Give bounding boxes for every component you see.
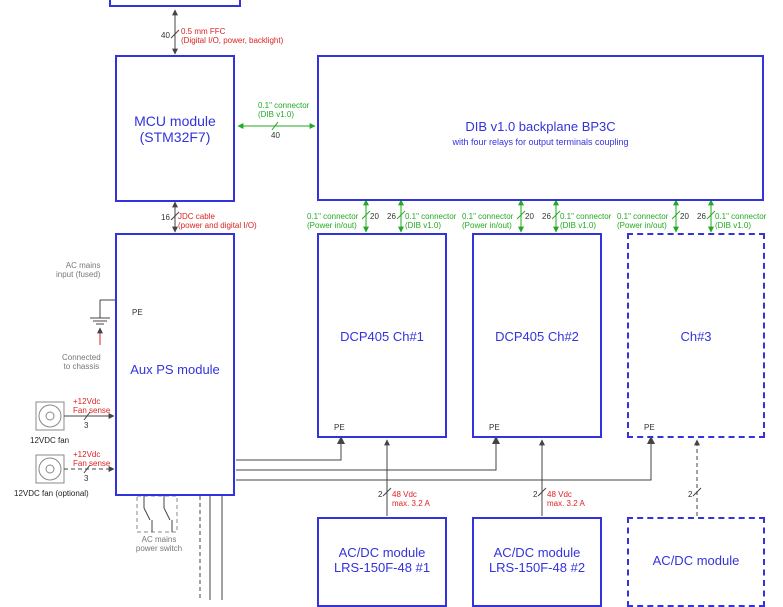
ac-mains-line2: input (fused): [56, 270, 101, 279]
ffc-line1: 0.5 mm FFC: [181, 27, 226, 36]
jdc-note: JDC cable (power and digital I/O): [178, 212, 257, 230]
ch3-title: Ch#3: [680, 329, 712, 344]
acdc1-line1: AC/DC module: [338, 545, 426, 560]
jdc-line1: JDC cable: [178, 212, 215, 221]
mcu-line1: MCU module: [134, 113, 216, 129]
aux-bottom-wires: [199, 496, 223, 600]
switch-line2: power switch: [135, 544, 183, 553]
acdc2-line2: LRS-150F-48 #2: [488, 560, 586, 575]
acdc2-block: AC/DC module LRS-150F-48 #2: [472, 517, 602, 607]
switch-note: AC mains power switch: [129, 535, 189, 553]
ac-mains-note: AC mains input (fused): [56, 261, 100, 279]
acdc1-block: AC/DC module LRS-150F-48 #1: [317, 517, 447, 607]
ch1-pe-label: PE: [334, 423, 345, 432]
acdc1-vdc-line1: 48 Vdc: [392, 490, 417, 499]
ch3-power-conn-note: 0.1" connector (Power in/out): [617, 212, 668, 230]
ch3-dib-conn-line1: 0.1" connector: [715, 212, 767, 221]
ch1-power-wire-count: 20: [370, 212, 379, 221]
ch1-power-conn-line1: 0.1" connector: [307, 212, 359, 221]
acdc2-vdc-line2: max. 3.2 A: [547, 499, 585, 508]
ch1-title: DCP405 Ch#1: [340, 329, 424, 344]
ch3-dib-wire-count: 26: [697, 212, 706, 221]
acdc3-wire-count: 2: [688, 490, 693, 499]
ffc-line2: (Digital I/O, power, backlight): [181, 36, 284, 45]
ch2-power-wire-count: 20: [525, 212, 534, 221]
chassis-line2: to chassis: [63, 362, 100, 371]
ch1-power-conn-line2: (Power in/out): [307, 221, 357, 230]
ch1-dib-conn-note: 0.1" connector (DIB v1.0): [405, 212, 456, 230]
chassis-line1: Connected: [62, 353, 101, 362]
acdc1-output-note: 48 Vdc max. 3.2 A: [392, 490, 430, 508]
fan1-voltage: +12Vdc: [73, 397, 101, 406]
mcu-line2: (STM32F7): [139, 129, 211, 145]
aux-ps-block: Aux PS module: [115, 233, 235, 496]
acdc1-line2: LRS-150F-48 #1: [333, 560, 431, 575]
switch-line1: AC mains: [141, 535, 177, 544]
fan1-note: +12Vdc Fan sense: [73, 397, 110, 415]
fan2-wire-count: 3: [84, 474, 89, 483]
mcu-title: MCU module (STM32F7): [117, 113, 233, 145]
chassis-note: Connected to chassis: [62, 353, 101, 371]
mcu-dib-wire-count: 40: [271, 131, 280, 140]
fan2-sense: Fan sense: [73, 459, 111, 468]
power-switch: [136, 495, 178, 533]
fan2-voltage: +12Vdc: [73, 450, 101, 459]
ch3-dib-conn-note: 0.1" connector (DIB v1.0): [715, 212, 766, 230]
ch2-title: DCP405 Ch#2: [495, 329, 579, 344]
mcu-dib-line2: (DIB v1.0): [258, 110, 295, 119]
mcu-module-block: MCU module (STM32F7): [115, 55, 235, 202]
ch2-power-conn-note: 0.1" connector (Power in/out): [462, 212, 513, 230]
acdc3-block: AC/DC module: [627, 517, 765, 607]
dib-title: DIB v1.0 backplane BP3C: [465, 119, 616, 134]
ch3-pe-label: PE: [644, 423, 655, 432]
dib-subtitle: with four relays for output terminals co…: [452, 137, 629, 147]
ch2-block: DCP405 Ch#2 PE: [472, 233, 602, 438]
aux-outputs: [236, 440, 652, 481]
ch2-dib-conn-line2: (DIB v1.0): [560, 221, 597, 230]
ch1-dib-conn-line1: 0.1" connector: [405, 212, 457, 221]
ch2-dib-conn-note: 0.1" connector (DIB v1.0): [560, 212, 611, 230]
jdc-wire-count: 16: [161, 213, 170, 222]
ch2-dib-wire-count: 26: [542, 212, 551, 221]
ch3-block: Ch#3 PE: [627, 233, 765, 438]
aux-title: Aux PS module: [130, 362, 220, 377]
ffc-wire-count: 40: [161, 31, 170, 40]
acdc2-output-note: 48 Vdc max. 3.2 A: [547, 490, 585, 508]
aux-pe-label: PE: [132, 308, 143, 317]
ch3-dib-conn-line2: (DIB v1.0): [715, 221, 752, 230]
fan-1-icon: [35, 401, 65, 431]
ch2-power-conn-line1: 0.1" connector: [462, 212, 514, 221]
acdc1-vdc-line2: max. 3.2 A: [392, 499, 430, 508]
acdc3-title: AC/DC module: [652, 553, 740, 568]
dib-channel-connectors: [361, 199, 716, 233]
ch1-dib-wire-count: 26: [387, 212, 396, 221]
fan1-sense: Fan sense: [73, 406, 111, 415]
ch3-power-conn-line1: 0.1" connector: [617, 212, 669, 221]
fan1-label: 12VDC fan: [30, 436, 70, 445]
acdc2-wire-count: 2: [533, 490, 538, 499]
jdc-line2: (power and digital I/O): [178, 221, 257, 230]
dib-backplane-block: DIB v1.0 backplane BP3C with four relays…: [317, 55, 764, 201]
mcu-dib-note: 0.1" connector (DIB v1.0): [258, 101, 309, 119]
ffc-note: 0.5 mm FFC (Digital I/O, power, backligh…: [181, 27, 283, 45]
fan-2-icon: [35, 454, 65, 484]
fan2-note: +12Vdc Fan sense: [73, 450, 110, 468]
ch3-power-wire-count: 20: [680, 212, 689, 221]
ch2-power-conn-line2: (Power in/out): [462, 221, 512, 230]
ch1-block: DCP405 Ch#1 PE: [317, 233, 447, 438]
ac-mains-line1: AC mains: [65, 261, 101, 270]
fan1-wire-count: 3: [84, 421, 89, 430]
ch2-pe-label: PE: [489, 423, 500, 432]
fan2-label: 12VDC fan (optional): [14, 489, 89, 498]
acdc2-line1: AC/DC module: [493, 545, 581, 560]
ch1-dib-conn-line2: (DIB v1.0): [405, 221, 442, 230]
mcu-dib-line1: 0.1" connector: [258, 101, 310, 110]
acdc1-wire-count: 2: [378, 490, 383, 499]
acdc2-vdc-line1: 48 Vdc: [547, 490, 572, 499]
ch1-power-conn-note: 0.1" connector (Power in/out): [307, 212, 358, 230]
ch3-power-conn-line2: (Power in/out): [617, 221, 667, 230]
ch2-dib-conn-line1: 0.1" connector: [560, 212, 612, 221]
display-block-edge: [109, 0, 241, 7]
